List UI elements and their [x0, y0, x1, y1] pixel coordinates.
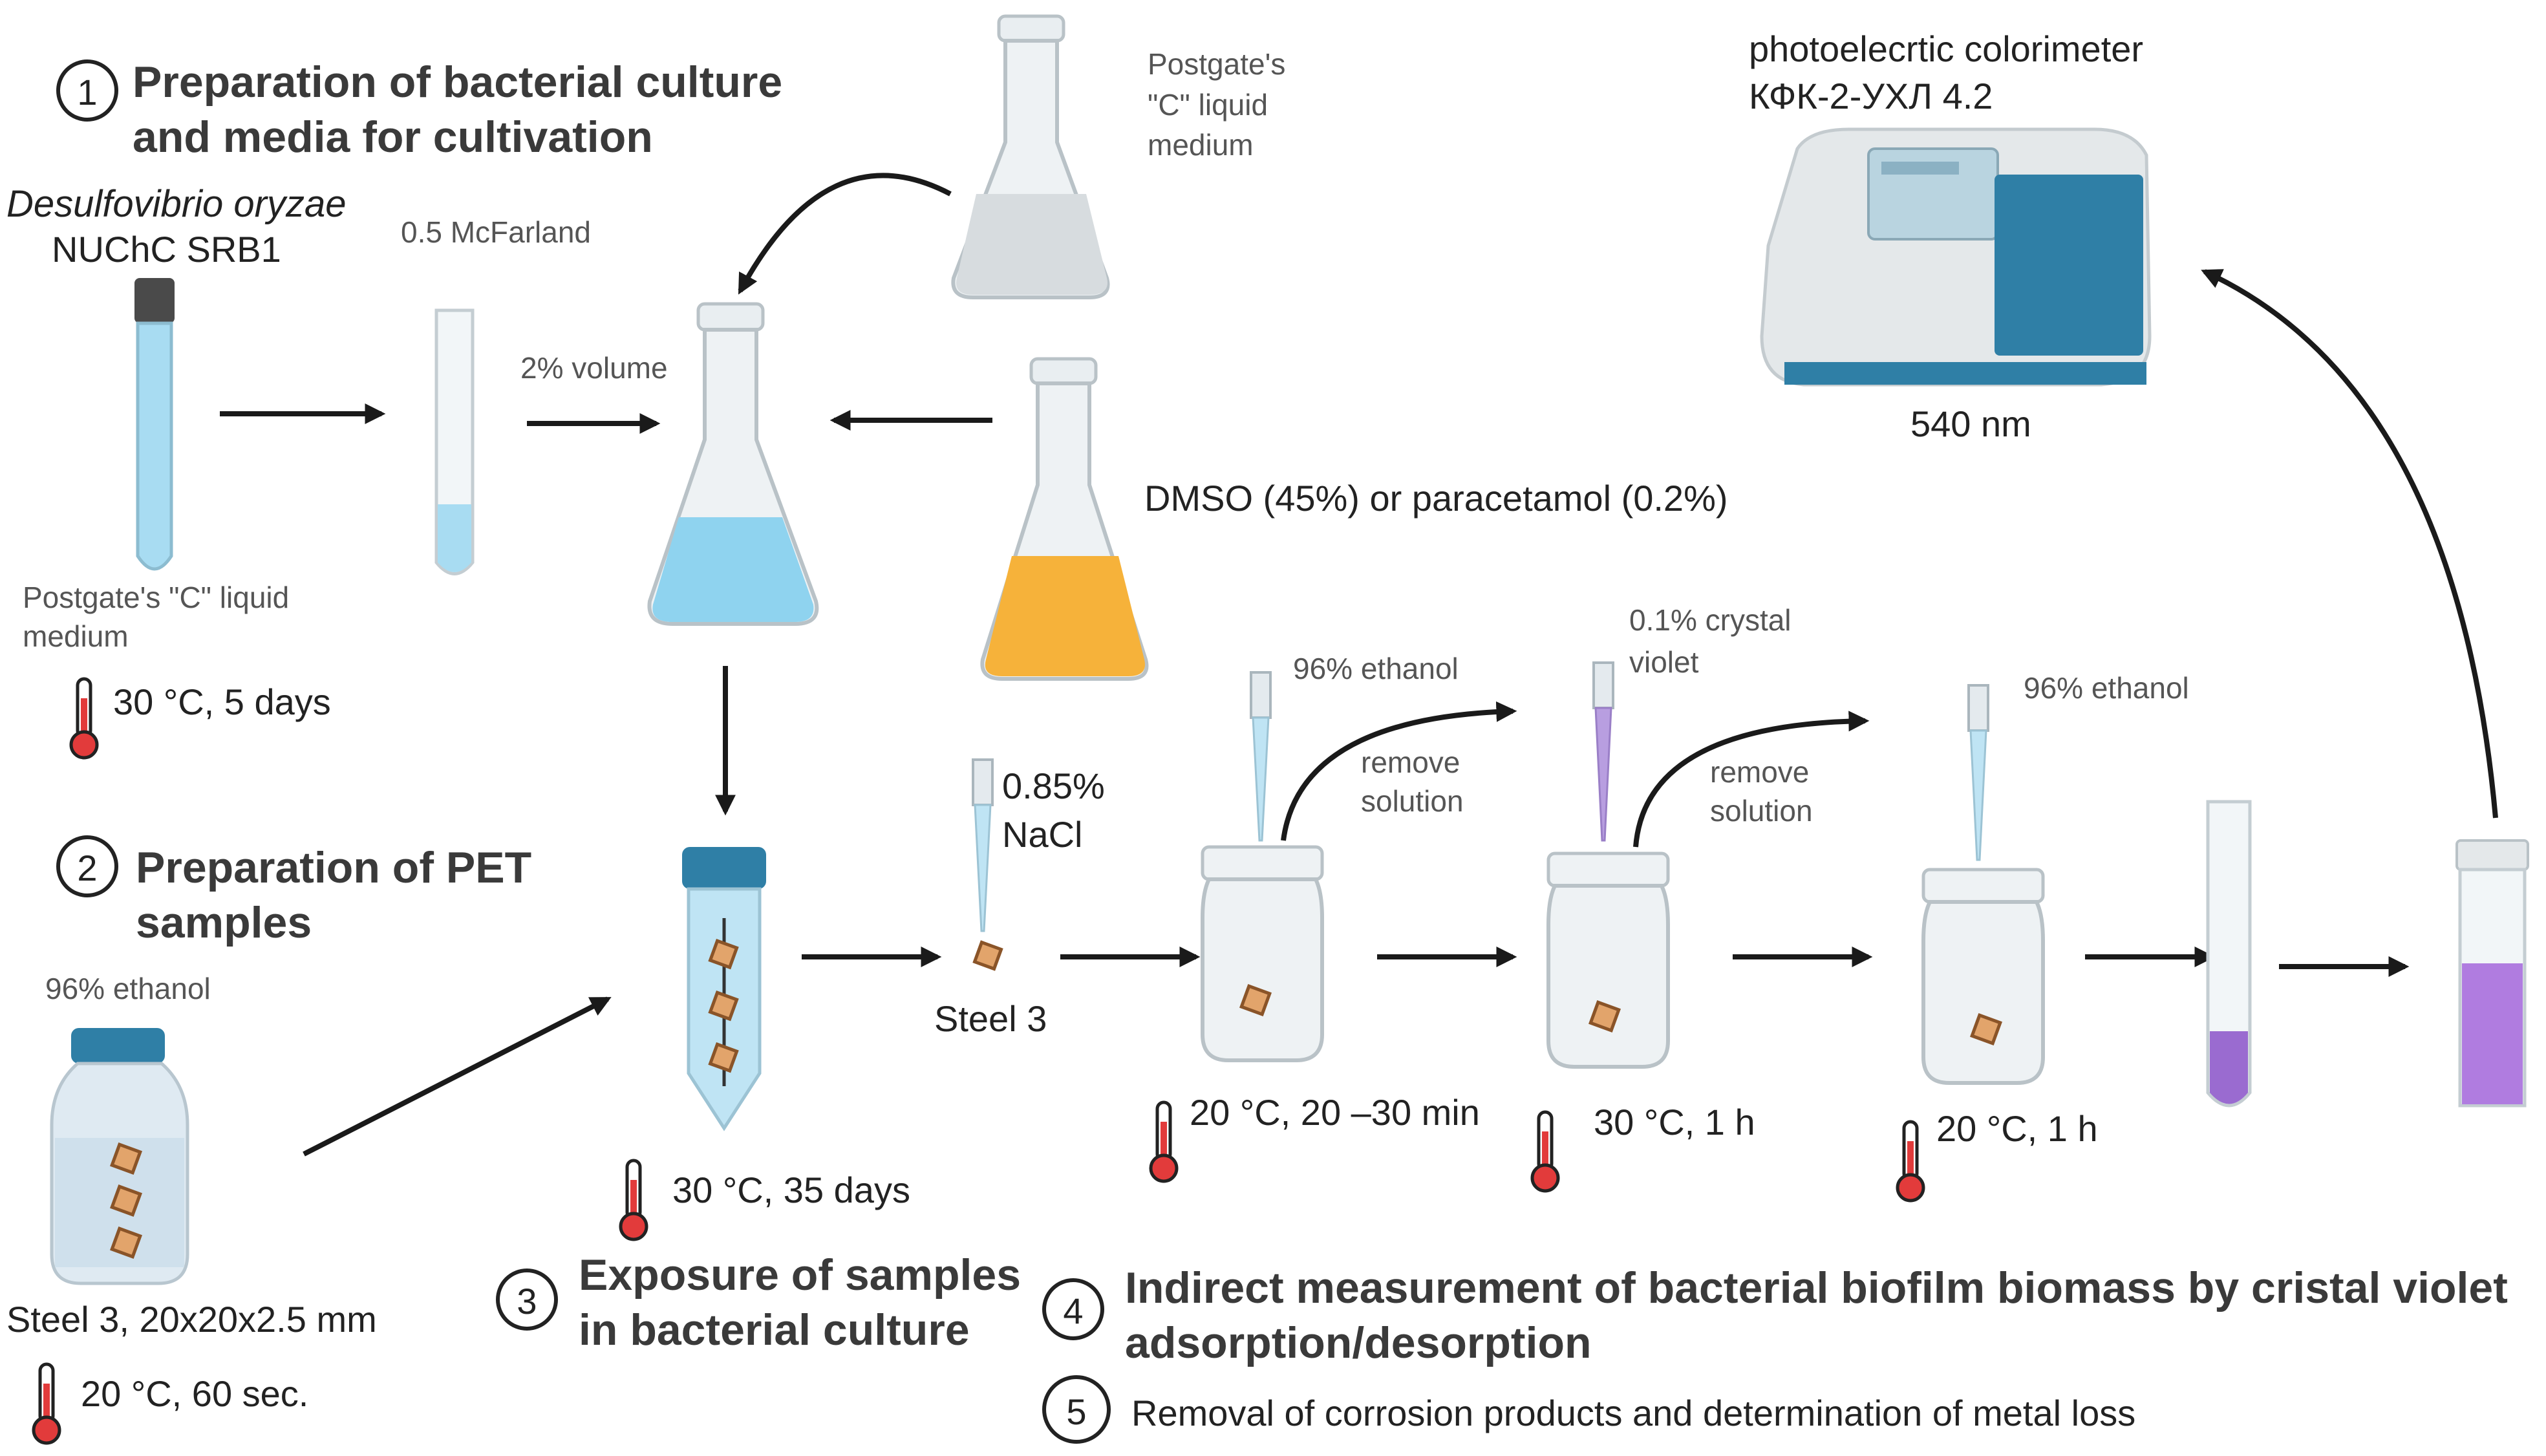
step-4-title-line2: adsorption/desorption	[1125, 1318, 1592, 1367]
colorimeter-label-line1: photoelecrtic colorimeter	[1749, 28, 2143, 69]
stain-conditions: 30 °C, 1 h	[1594, 1102, 1755, 1142]
step-5-badge	[1042, 1375, 1111, 1444]
strain-name: NUChC SRB1	[52, 229, 281, 270]
culture-tube	[134, 278, 175, 571]
jar-3	[1921, 868, 2045, 1085]
remove-1-label-line2: solution	[1361, 784, 1464, 818]
nacl-label-line2: NaCl	[1002, 814, 1082, 855]
step-3-header: 3 Exposure of samples in bacterial cultu…	[496, 1250, 1021, 1354]
jar-2	[1546, 851, 1670, 1069]
organism-name: Desulfovibrio oryzae	[6, 183, 346, 225]
ethanol-pipette-1	[1250, 671, 1272, 842]
culture-flask	[647, 302, 819, 626]
crystal-violet-label-line1: 0.1% crystal	[1629, 603, 1792, 637]
culture-conditions: 30 °C, 5 days	[113, 681, 331, 722]
arrow-cuvette-to-colorimeter	[2201, 269, 2498, 819]
exposure-conditions: 30 °C, 35 days	[672, 1170, 910, 1210]
thermometer-icon	[1532, 1112, 1558, 1191]
medium-bottom-label-line1: Postgate's "C" liquid	[23, 581, 289, 614]
thermometer-icon	[621, 1161, 647, 1239]
step-5-title: Removal of corrosion products and determ…	[1131, 1393, 2135, 1433]
medium-top-label-line1: Postgate's	[1148, 47, 1285, 81]
medium-top-label-line2: "C" liquid	[1148, 88, 1268, 122]
desorb-conditions: 20 °C, 1 h	[1936, 1108, 2098, 1149]
step-1-number: 1	[77, 72, 97, 112]
violet-tube	[2206, 800, 2252, 1108]
thermometer-icon	[34, 1364, 59, 1443]
tube-cap	[134, 278, 175, 323]
steel-label: Steel 3	[934, 998, 1047, 1039]
thermometer-icon	[1151, 1102, 1177, 1181]
additive-flask	[980, 357, 1149, 681]
ethanol-pipette-2	[1967, 684, 1989, 861]
step-4-header: 4 Indirect measurement of bacterial biof…	[1042, 1263, 2508, 1367]
medium-bottom-label-line2: medium	[23, 619, 129, 653]
ethanol-2-label: 96% ethanol	[2024, 671, 2189, 705]
thermometer-icon	[1898, 1122, 1923, 1201]
ethanol-wash-conditions: 20 °C, 20 –30 min	[1190, 1092, 1480, 1133]
colorimeter-device	[1760, 127, 2152, 387]
step-2-badge	[56, 835, 118, 897]
pet-conditions: 20 °C, 60 sec.	[81, 1373, 308, 1414]
step-5-number: 5	[1066, 1391, 1086, 1432]
mcfarland-label: 0.5 McFarland	[401, 215, 591, 249]
nacl-label-line1: 0.85%	[1002, 765, 1105, 806]
sample-spec-label: Steel 3, 20x20x2.5 mm	[6, 1299, 377, 1340]
volume-label: 2% volume	[520, 351, 668, 385]
arrow-medium-to-flask	[738, 173, 952, 295]
remove-2-label-line2: solution	[1710, 794, 1813, 828]
step-1-badge	[56, 59, 118, 122]
step-3-number: 3	[517, 1281, 537, 1322]
step-2-title-line1: Preparation of PET	[136, 843, 531, 892]
colorimeter-label-line2: КФК-2-УХЛ 4.2	[1749, 76, 1993, 116]
medium-top-label-line3: medium	[1148, 128, 1254, 162]
step-1-title-line1: Preparation of bacterial culture	[133, 58, 782, 107]
nacl-pipette	[972, 758, 1003, 971]
exposure-tube	[682, 847, 766, 1131]
remove-2-label-line1: remove	[1710, 755, 1809, 789]
step-3-badge	[496, 1269, 558, 1331]
arrow-remove-solution-1	[1281, 701, 1517, 841]
step-5-header: 5 Removal of corrosion products and dete…	[1042, 1375, 2135, 1444]
step-2-number: 2	[77, 848, 97, 888]
thermometer-icon	[71, 679, 97, 758]
crystal-violet-pipette	[1592, 661, 1614, 842]
remove-1-label-line1: remove	[1361, 745, 1460, 779]
step-4-title-line1: Indirect measurement of bacterial biofil…	[1125, 1263, 2508, 1312]
step-4-badge	[1042, 1278, 1104, 1340]
colorimeter-lid	[1995, 175, 2143, 356]
step-4-number: 4	[1063, 1290, 1083, 1331]
arrow-pet-to-exposure	[303, 996, 612, 1157]
pet-ethanol-label: 96% ethanol	[45, 972, 211, 1005]
step-1-header: 1 Preparation of bacterial culture and m…	[56, 58, 782, 162]
step-3-title-line1: Exposure of samples	[579, 1250, 1021, 1300]
pet-bottle	[50, 1028, 189, 1285]
jar-1	[1201, 845, 1324, 1062]
ethanol-1-label: 96% ethanol	[1293, 652, 1459, 685]
step-2-header: 2 Preparation of PET samples	[56, 835, 531, 947]
wavelength-label: 540 nm	[1910, 403, 2031, 444]
arrow-remove-solution-2	[1633, 711, 1870, 848]
additive-label: DMSO (45%) or paracetamol (0.2%)	[1144, 478, 1728, 519]
crystal-violet-label-line2: violet	[1629, 645, 1699, 679]
step-2-title-line2: samples	[136, 898, 312, 947]
step-1-title-line2: and media for cultivation	[133, 112, 653, 162]
cuvette	[2455, 839, 2529, 1108]
mcfarland-tube	[434, 308, 475, 575]
tube-body	[136, 321, 173, 571]
step-3-title-line2: in bacterial culture	[579, 1305, 970, 1354]
medium-flask	[951, 14, 1110, 299]
